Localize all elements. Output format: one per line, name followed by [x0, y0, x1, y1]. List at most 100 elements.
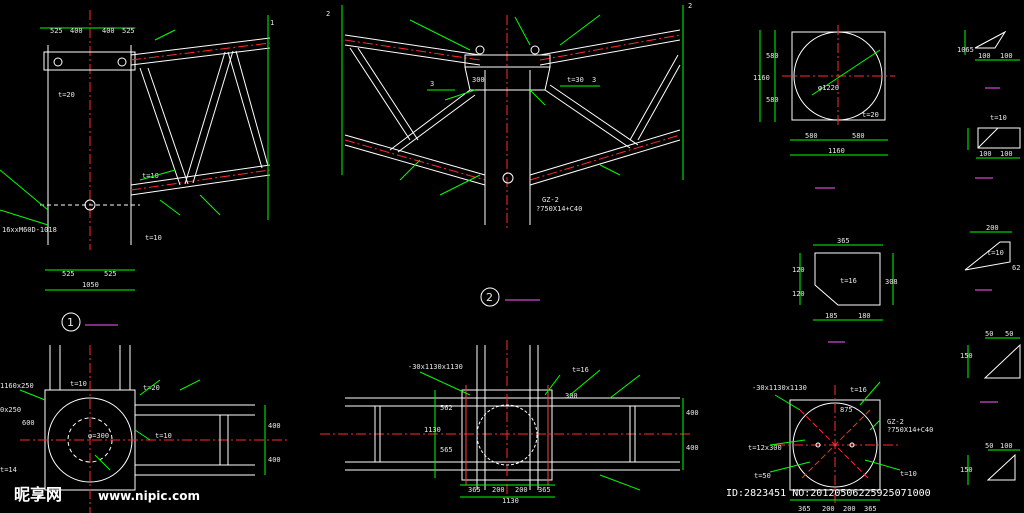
- part2-dim-1: 100: [979, 150, 992, 158]
- dim-total: 1050: [82, 281, 99, 289]
- plan1-label-4: t=20: [143, 384, 160, 392]
- plan3-dim-bottom-2: 200: [822, 505, 835, 513]
- circle-plate: φ1220 t=20 580 580 1160 580 580 1160: [753, 25, 895, 189]
- plan3-column-section: ?750X14+C40: [887, 426, 933, 434]
- part4-dim-1: 50: [985, 330, 993, 338]
- plate-thk-3: t=20: [862, 111, 879, 119]
- mark-left: 3: [430, 80, 434, 88]
- plan1-label-1: 1160x250: [0, 382, 34, 390]
- watermark-url: www.nipic.com: [98, 489, 200, 503]
- poly-plate-h-left: 120: [792, 266, 805, 274]
- small-parts: 1065 100 100 t=10 100 100 200 t=10 62 50…: [957, 30, 1021, 485]
- dim-side-2: 300: [472, 76, 485, 84]
- plate-dia: φ1220: [818, 84, 839, 92]
- poly-plate: 365 t=16 120 120 308 185 180: [792, 237, 898, 343]
- detail2-corner-mark: 2: [326, 10, 330, 18]
- plan3-thk3: t=50: [754, 472, 771, 480]
- part5-dim-2: 100: [1000, 442, 1013, 450]
- part1-dim-2: 100: [978, 52, 991, 60]
- plan3-column-tag: GZ-2: [887, 418, 904, 426]
- part3-thk: t=10: [987, 249, 1004, 257]
- plan2-dim-right-1: 400: [686, 409, 699, 417]
- part5-dim-1: 50: [985, 442, 993, 450]
- column-tag: GZ-2: [542, 196, 559, 204]
- plan-3: -30x1130x1130 t=16 GZ-2 ?750X14+C40 t=12…: [748, 381, 933, 513]
- plan2-dim-bottom-2: 200: [492, 486, 505, 494]
- plan2-thk: t=16: [572, 366, 589, 374]
- section-label: 16xxM60D-1018: [2, 226, 57, 234]
- plate-thk: t=20: [58, 91, 75, 99]
- dim-bottom-1: 525: [62, 270, 75, 278]
- detail-2: 2 2 3 3 t=30 30: [326, 2, 692, 307]
- plan3-thk1: t=16: [850, 386, 867, 394]
- circle-plate-h1: 580: [766, 52, 779, 60]
- plan2-small: 300: [565, 392, 578, 400]
- dim-top-3: 400: [102, 27, 115, 35]
- plan1-circle-note: φ=300: [88, 432, 109, 440]
- plan-1: 1160x250 0x250 t=10 t=20 t=10 t=14 φ=300…: [0, 345, 290, 513]
- plan2-dim-side-2: 565: [440, 446, 453, 454]
- detail-1-number: 1: [67, 316, 74, 329]
- plan3-dim-bottom-3: 200: [843, 505, 856, 513]
- plate-thk-2: t=30: [567, 76, 584, 84]
- dim-top-1: 525: [50, 27, 63, 35]
- part1-dim-3: 100: [1000, 52, 1013, 60]
- poly-plate-h-right: 308: [885, 278, 898, 286]
- part4-dim-3: 50: [1005, 330, 1013, 338]
- plan1-label-6: t=14: [0, 466, 17, 474]
- part4-dim-2: 150: [960, 352, 973, 360]
- circle-plate-total-h: 1160: [753, 74, 770, 82]
- plan2-dim-side-3: 1130: [424, 426, 441, 434]
- plan1-label-5: t=10: [155, 432, 172, 440]
- watermark: 昵享网 www.nipic.com ID:2823451 NO:20120506…: [14, 485, 931, 504]
- circle-plate-w1: 580: [805, 132, 818, 140]
- circle-plate-w2: 580: [852, 132, 865, 140]
- detail2-side-mark: 2: [688, 2, 692, 10]
- detail-1: 1 525 400 400 525 t=20 t=10 t=10 16xxM60…: [0, 10, 274, 332]
- plan2-dim-side-1: 562: [440, 404, 453, 412]
- plan1-label-2: 0x250: [0, 406, 21, 414]
- detail1-side-mark: 1: [270, 19, 274, 27]
- poly-plate-b2: 180: [858, 312, 871, 320]
- column-section: ?750X14+C40: [536, 205, 582, 213]
- plan2-dim-right-2: 400: [686, 444, 699, 452]
- plan3-thk2: t=12x300: [748, 444, 782, 452]
- poly-plate-thk: t=16: [840, 277, 857, 285]
- plan3-dim-bottom-4: 365: [864, 505, 877, 513]
- web-thk-1: t=10: [142, 172, 159, 180]
- plan2-plate-note: -30x1130x1130: [408, 363, 463, 371]
- part2-dim-2: 100: [1000, 150, 1013, 158]
- part2-thk: t=10: [990, 114, 1007, 122]
- poly-plate-b1: 185: [825, 312, 838, 320]
- plan2-dim-bottom-4: 365: [538, 486, 551, 494]
- plan3-thk4: t=10: [900, 470, 917, 478]
- circle-plate-h2: 580: [766, 96, 779, 104]
- part1-dim-1: 1065: [957, 46, 974, 54]
- detail-1-marker-circle: [61, 312, 81, 332]
- watermark-id: ID:2823451 NO:20120506225925071000: [726, 488, 931, 499]
- plan1-dim-2: 400: [268, 422, 281, 430]
- part3-side: 62: [1012, 264, 1020, 272]
- plan3-dim-bottom-1: 365: [798, 505, 811, 513]
- dim-top-2: 400: [70, 27, 83, 35]
- part5-dim-3: 150: [960, 466, 973, 474]
- poly-plate-h-left2: 120: [792, 290, 805, 298]
- plan2-dim-bottom-3: 200: [515, 486, 528, 494]
- dim-top-4: 525: [122, 27, 135, 35]
- plan3-plate-note: -30x1130x1130: [752, 384, 807, 392]
- dim-bottom-2: 525: [104, 270, 117, 278]
- detail-2-marker-circle: [480, 287, 500, 307]
- circle-plate-total-w: 1160: [828, 147, 845, 155]
- mark-right: 3: [592, 76, 596, 84]
- poly-plate-w: 365: [837, 237, 850, 245]
- plan1-dim-1: 600: [22, 419, 35, 427]
- detail-2-number: 2: [486, 291, 493, 304]
- web-thk-2: t=10: [145, 234, 162, 242]
- plan3-dim-left: 875: [840, 406, 853, 414]
- plan2-dim-bottom-1: 365: [468, 486, 481, 494]
- part3-w: 200: [986, 224, 999, 232]
- watermark-logo: 昵享网: [14, 485, 62, 504]
- plan2-dim-total: 1130: [502, 497, 519, 505]
- plan-2: -30x1130x1130 t=16 562 565 1130 400 400 …: [320, 340, 699, 505]
